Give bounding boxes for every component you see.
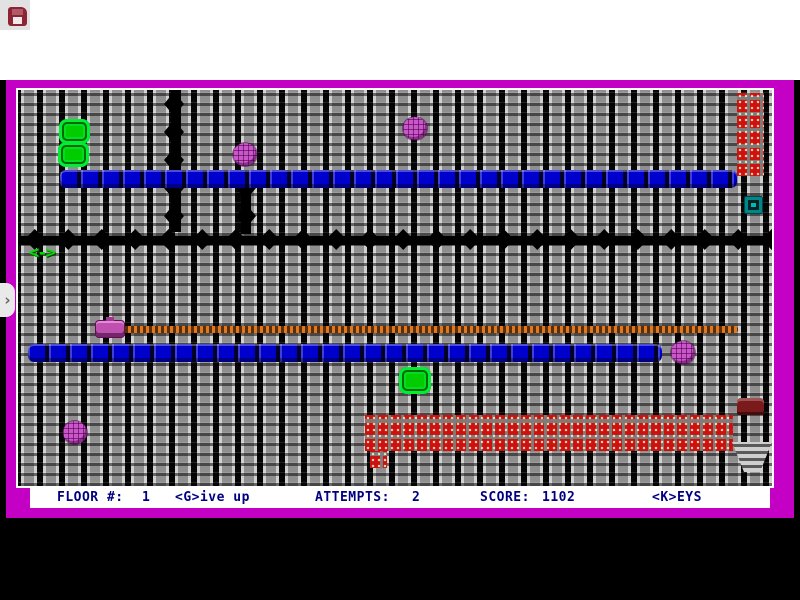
- cross-band-diamonds: [18, 229, 772, 252]
- purple-ball: [403, 117, 427, 140]
- sidebar-expand-button[interactable]: ›: [0, 283, 15, 317]
- chevron-right-icon: ›: [4, 291, 11, 309]
- save-floppy-icon[interactable]: [8, 7, 27, 26]
- brick-nub: [370, 451, 387, 468]
- game-playfield: <->: [16, 88, 774, 488]
- give-up-command[interactable]: <G>ive up: [175, 490, 250, 505]
- status-bar: FLOOR #: 1 <G>ive up ATTEMPTS: 2 SCORE: …: [30, 487, 770, 508]
- girder-decorations: [18, 90, 772, 252]
- arrow-pickup: <->: [29, 243, 56, 263]
- top-toolbar: [0, 0, 800, 80]
- blue-platform-bar-top: [60, 170, 737, 188]
- diamond-stub-spine: [241, 186, 251, 234]
- rope: [110, 326, 738, 333]
- brick-row-bottom: [365, 415, 733, 451]
- maroon-cart: [737, 398, 764, 415]
- diamond-column-spine: [171, 90, 181, 232]
- brick-wall-top-right: [737, 93, 764, 176]
- score-value: 1102: [542, 490, 576, 505]
- green-block: [59, 119, 90, 144]
- blue-platform-bar-bottom: [28, 344, 662, 362]
- teal-item: [744, 196, 763, 214]
- floor-label: FLOOR #:: [57, 490, 124, 505]
- score-label: SCORE:: [480, 490, 530, 505]
- purple-ball: [671, 341, 695, 364]
- floor-value: 1: [142, 490, 151, 505]
- game-frame: <-> FLOOR #: 1 <G>ive up ATTEMPTS: 2 SCO…: [6, 80, 794, 518]
- green-block: [58, 142, 89, 167]
- keys-command[interactable]: <K>EYS: [652, 490, 702, 505]
- player-sprite: [95, 317, 125, 338]
- attempts-label: ATTEMPTS:: [315, 490, 390, 505]
- purple-ball: [233, 143, 257, 166]
- green-block: [399, 367, 431, 394]
- purple-ball: [63, 421, 87, 444]
- attempts-value: 2: [412, 490, 421, 505]
